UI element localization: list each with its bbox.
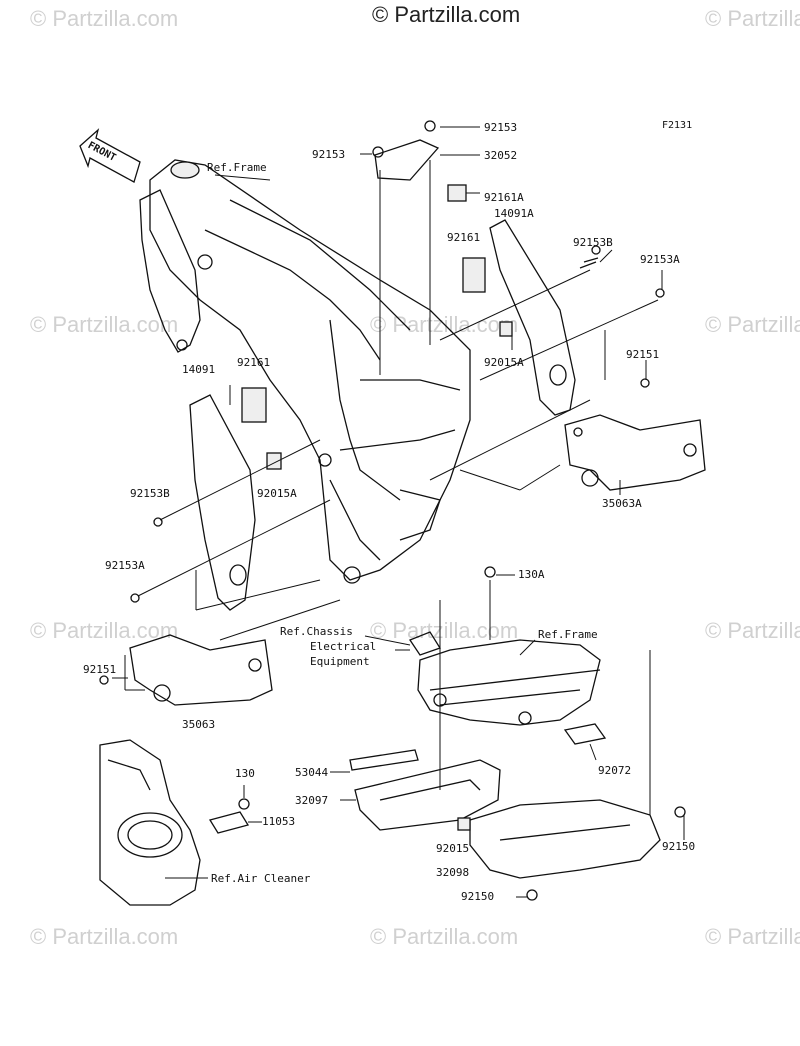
part-label-92153A: 92153A <box>640 253 680 266</box>
part-label-14091A: 14091A <box>494 207 534 220</box>
watermark: © Partzilla.com <box>705 924 800 949</box>
rear-subframe <box>409 631 601 726</box>
watermark: © Partzilla.com <box>30 6 179 31</box>
tray-32097 <box>354 759 501 831</box>
part-label-92015A: 92015A <box>484 356 524 369</box>
pad-92161-left <box>241 387 267 423</box>
leader-lines <box>112 126 663 691</box>
watermark: © Partzilla.com <box>370 618 519 643</box>
watermark: © Partzilla.com <box>30 618 179 643</box>
watermark: © Partzilla.com <box>705 6 800 31</box>
watermark: © Partzilla.com <box>30 312 179 337</box>
watermark: © Partzilla.com <box>30 924 179 949</box>
cover-14091 <box>189 394 256 611</box>
cover-14091A <box>489 219 576 416</box>
part-label-32052: 32052 <box>484 149 518 162</box>
part-label-32098: 32098 <box>436 866 470 879</box>
part-label-130: 130 <box>235 767 255 780</box>
part-label-92151: 92151 <box>83 663 117 676</box>
part-label-92150: 92150 <box>461 890 495 903</box>
part-label-92161: 92161 <box>447 231 481 244</box>
collar-92015A <box>499 321 513 337</box>
pad-92161 <box>462 257 486 293</box>
watermark: © Partzilla.com <box>705 618 800 643</box>
front-arrow-icon <box>79 128 141 183</box>
air-cleaner <box>99 739 201 906</box>
part-label-35063A: 35063A <box>602 497 642 510</box>
part-label-92161: 92161 <box>237 356 271 369</box>
tray-32098 <box>469 799 661 879</box>
equipment-label: Equipment <box>310 655 370 668</box>
bracket-35063 <box>129 634 273 706</box>
part-label-92150: 92150 <box>662 840 696 853</box>
part-label-92153B: 92153B <box>130 487 170 500</box>
part-label-35063: 35063 <box>182 718 216 731</box>
watermark: © Partzilla.com <box>705 312 800 337</box>
part-label-32097: 32097 <box>295 794 329 807</box>
clip-92015 <box>457 817 471 831</box>
part-label-53044: 53044 <box>295 766 329 779</box>
part-label-92153B: 92153B <box>573 236 613 249</box>
bracket-35063A <box>564 414 706 491</box>
watermark: © Partzilla.com <box>370 924 519 949</box>
figure-code: F2131 <box>662 120 693 131</box>
pad-92161A <box>447 184 467 202</box>
part-label-92153: 92153 <box>484 121 518 134</box>
part-label-92153A: 92153A <box>105 559 145 572</box>
ref-chassis-label: Ref.Chassis <box>280 625 353 638</box>
part-label-11053: 11053 <box>262 815 296 828</box>
part-label-92072: 92072 <box>598 764 632 777</box>
strap-92072 <box>563 723 607 745</box>
bracket-32052 <box>374 139 440 181</box>
ref-frame-label: Ref.Frame <box>538 628 598 641</box>
electrical-label: Electrical <box>310 640 377 653</box>
ref-frame-label: Ref.Frame <box>207 161 267 174</box>
part-label-92015: 92015 <box>436 842 470 855</box>
main-frame <box>139 159 471 584</box>
seal-11053 <box>208 811 250 834</box>
ref-air-cleaner-label: Ref.Air Cleaner <box>211 872 311 885</box>
part-label-92161A: 92161A <box>484 191 524 204</box>
part-label-14091: 14091 <box>182 363 216 376</box>
part-label-130A: 130A <box>518 568 545 581</box>
strip-53044 <box>349 749 419 771</box>
part-label-92015A: 92015A <box>257 487 297 500</box>
watermark-top: © Partzilla.com <box>372 2 521 27</box>
part-label-92151: 92151 <box>626 348 660 361</box>
part-label-92153: 92153 <box>312 148 346 161</box>
